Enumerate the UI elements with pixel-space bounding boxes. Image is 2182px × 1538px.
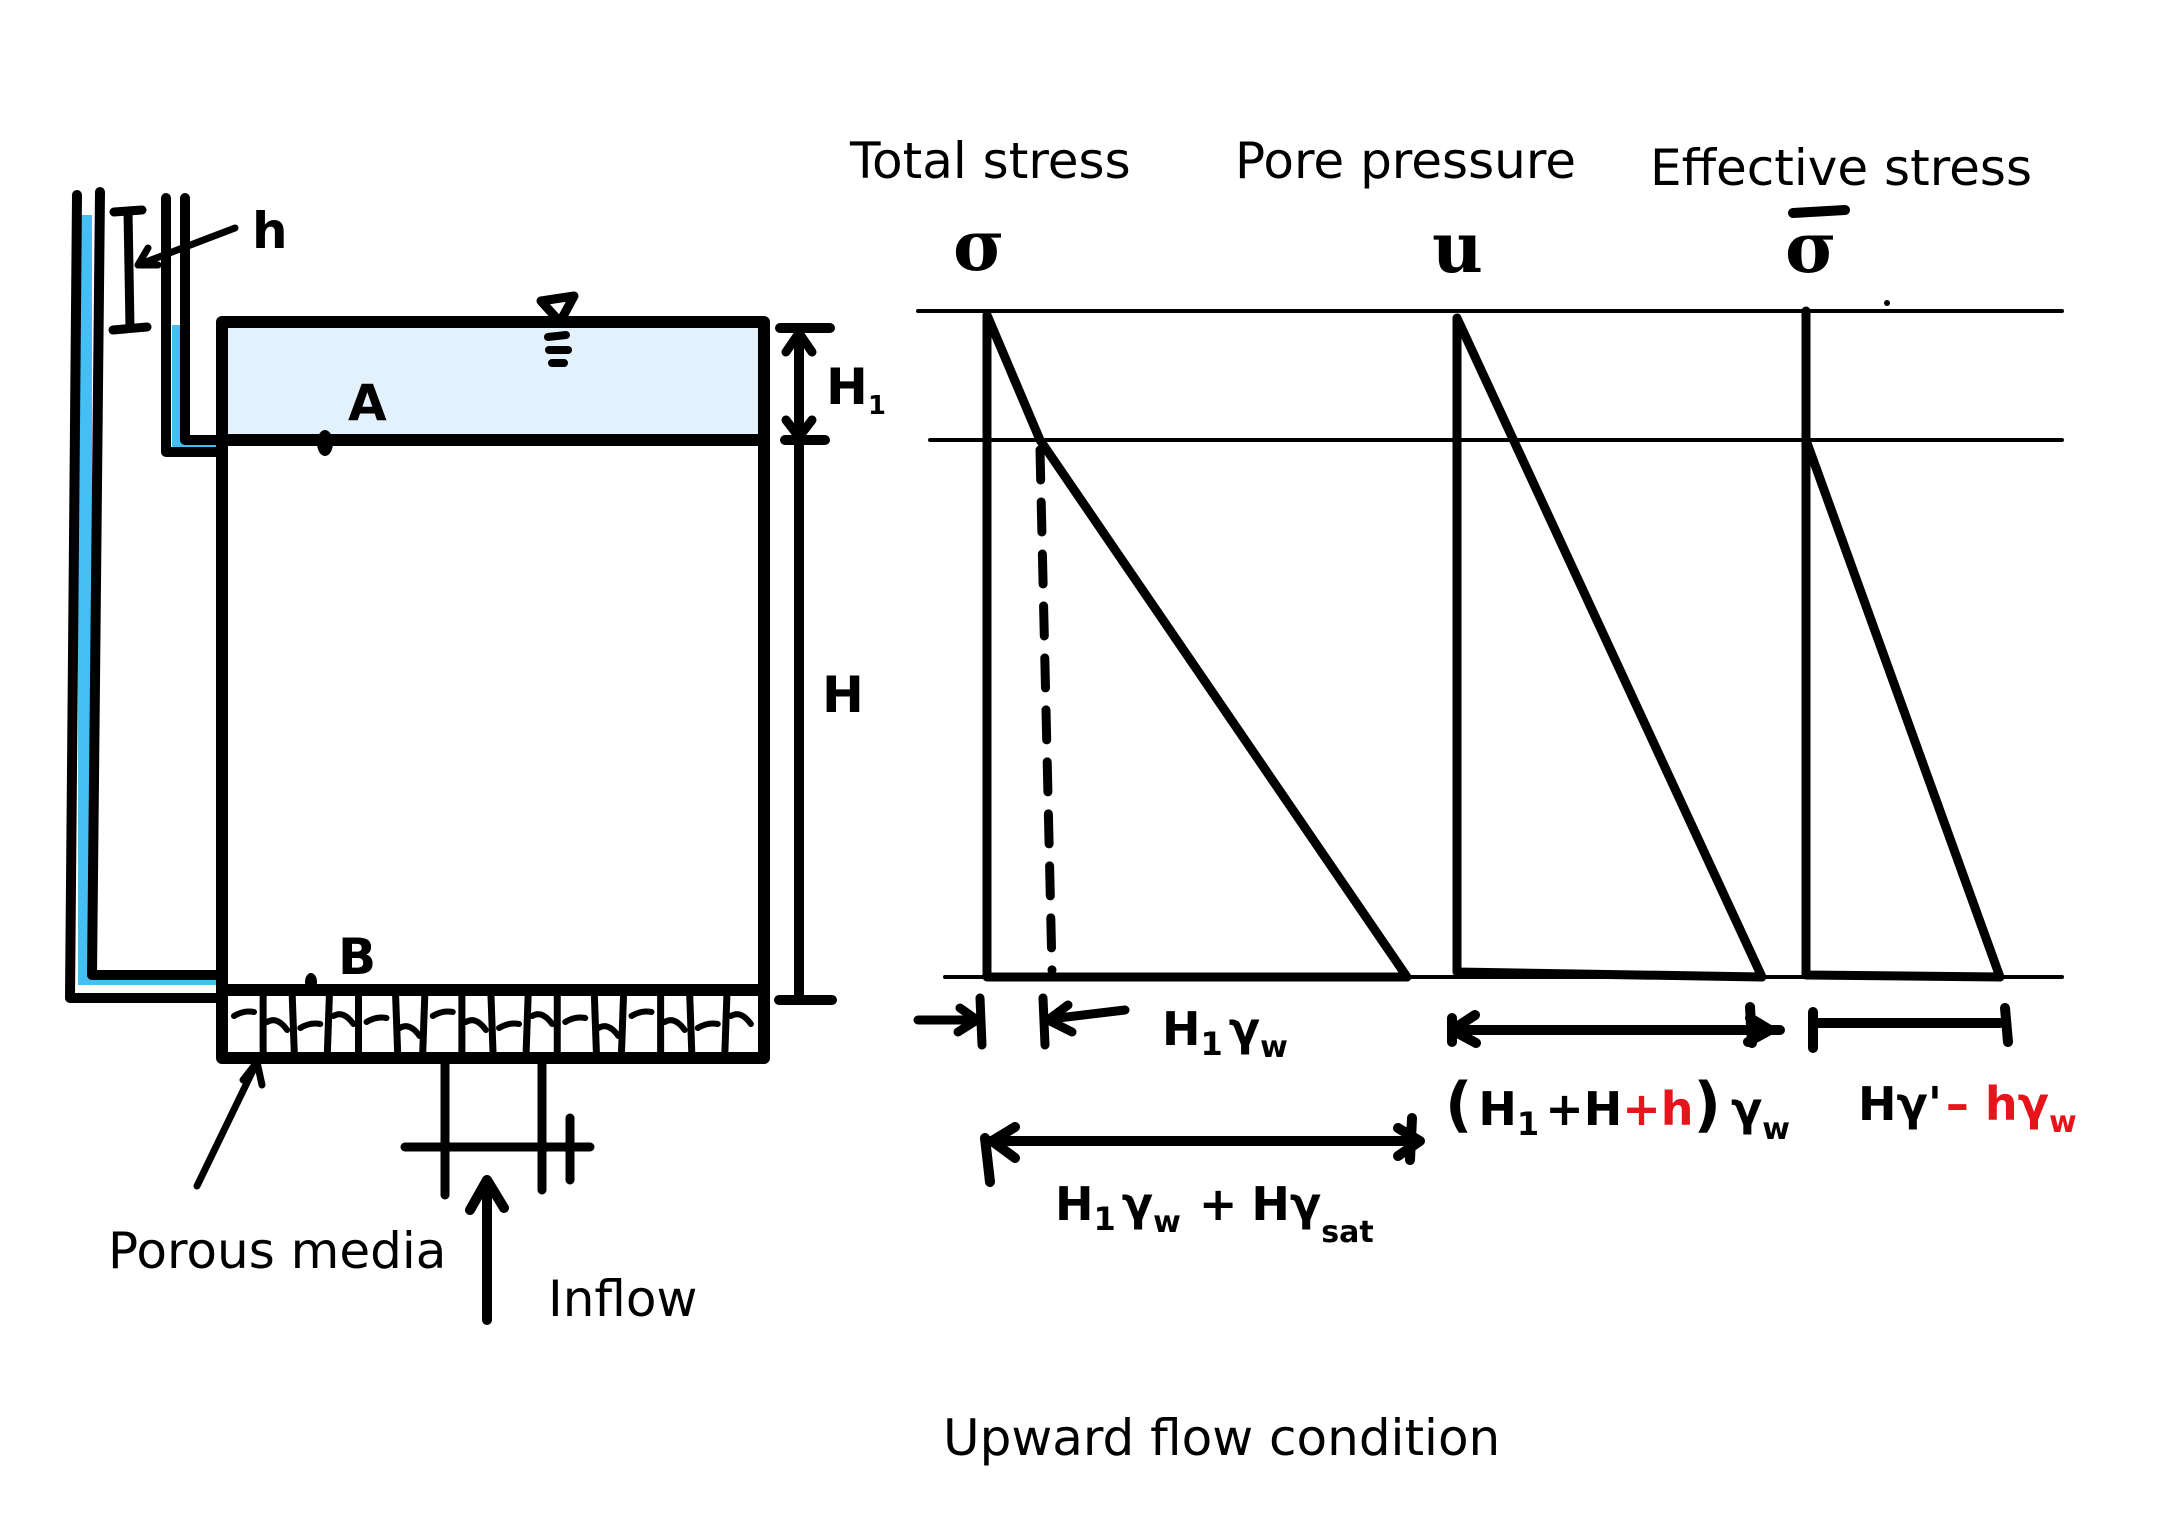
total-stress-water-dashed [1035,445,1057,975]
porous-grain-mark [661,1017,688,1033]
porous-hatch-line [323,992,333,1056]
porous-pointer-arrow-icon [193,1058,266,1190]
effective-stress-profile [1801,306,2005,982]
porous-hatch-line [590,992,600,1056]
porous-hatch-line [721,992,731,1056]
svg-text:Hγ'– hγw: Hγ'– hγw [1858,1077,2077,1140]
porous-hatch-line [419,992,429,1056]
effective-seepage-term: – hγ [1946,1077,2049,1131]
porous-grain-mark [727,1011,754,1027]
porous-grain-mark [396,1023,423,1039]
svg-text:(H1+H+h)γw: (H1+H+h)γw [1445,1070,1790,1147]
porous-grain-mark [429,1008,456,1019]
porous-media-label: Porous media [108,1222,446,1280]
apparatus: h A B H1 H [65,187,886,1328]
inflow-label: Inflow [548,1270,697,1328]
figure-caption: Upward flow condition [943,1409,1500,1467]
free-water-layer [222,322,764,440]
right-piezometer-outer-wall [161,193,227,457]
porous-grain-mark [231,1008,257,1019]
right-piezometer-water [172,325,222,452]
pore-head-term: +h [1622,1082,1693,1136]
total-stress-symbol: σ [953,204,1005,287]
pore-pressure-symbol: u [1432,206,1483,289]
porous-hatch-line [686,992,696,1056]
head-difference-label: h [252,202,288,260]
point-a-label: A [348,374,387,432]
pore-pressure-profile [1452,313,1767,982]
pore-dimension: (H1+H+h)γw [1445,1002,1790,1147]
porous-grain-mark [297,1020,324,1031]
point-b-label: B [338,928,376,986]
porous-grain-mark [363,1014,390,1025]
porous-grain-mark [330,1011,357,1027]
effective-stress-heading: Effective stress [1650,139,2032,197]
total-stress-heading: Total stress [849,132,1131,190]
tank-outline [216,316,770,1064]
point-b-marker [305,973,317,991]
porous-media-layer [231,992,754,1056]
left-piezometer-inner-wall [87,187,227,980]
porous-hatch-line [288,992,298,1056]
porous-grain-mark [628,1008,655,1019]
stress-diagrams: Total stress Pore pressure Effective str… [849,132,2077,1250]
porous-hatch-line [522,992,532,1056]
porous-grain-mark [529,1011,556,1027]
head-difference-marker: h [108,202,288,335]
porous-hatch-line [392,992,402,1056]
effective-dimension: Hγ'– hγw [1808,1003,2077,1140]
porous-grain-mark [694,1020,721,1031]
pore-pressure-heading: Pore pressure [1235,132,1576,190]
left-piezometer-outer-wall [65,190,227,1003]
total-stress-profile [982,310,1412,982]
porous-grain-mark [595,1023,622,1039]
porous-grain-mark [562,1014,589,1025]
stray-dot [1884,300,1890,306]
inflow-arrow-icon [465,1175,509,1325]
h-label: H [822,666,864,724]
right-piezometer-inner-wall [180,193,227,445]
porous-grain-mark [264,1017,291,1033]
porous-grain-mark [462,1017,489,1033]
porous-grain-mark [496,1020,522,1031]
water-table-icon [536,291,579,367]
porous-hatch-line [487,992,497,1056]
h1-label: H1 [826,358,886,421]
svg-text:σ: σ [1785,206,1837,289]
inflow-pipe [400,1053,595,1200]
h1-dimension: H1 H [774,323,886,1005]
porous-hatch-line [618,992,627,1056]
effective-stress-symbol: σ [1785,205,1850,289]
point-a-marker [317,430,333,456]
